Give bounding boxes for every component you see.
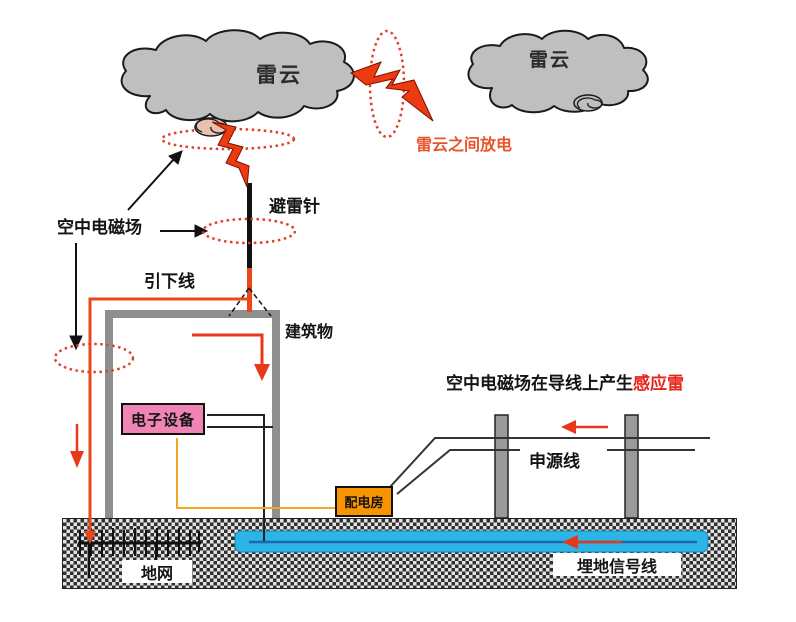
- buried-signal-line-label: 埋地信号线: [553, 553, 681, 576]
- indoor-surge-arrow-head: [254, 364, 270, 381]
- cloud-right-label: 雷云: [529, 49, 572, 71]
- air-emf-arrows: [69, 150, 209, 351]
- utility-pole-left: [494, 414, 509, 519]
- building-label: 建筑物: [285, 322, 334, 341]
- buried-signal-current-arrow-head: [562, 535, 578, 549]
- cloud-discharge-label: 雷云之间放电: [416, 135, 513, 154]
- air-emf-label: 空中电磁场: [57, 218, 142, 238]
- down-conductor-line: [88, 297, 248, 534]
- induced-lightning-note: 空中电磁场在导线上产生感应雷: [446, 375, 684, 394]
- utility-pole-right: [624, 414, 639, 519]
- distribution-room-box: 配电房: [335, 486, 393, 517]
- emf-loop-near-building: [53, 342, 135, 374]
- lightning-rod: [247, 183, 252, 270]
- building-walls: [105, 310, 280, 518]
- ground-grid-label: 地网: [122, 560, 192, 583]
- cloud-charge-spiral-right: [573, 94, 603, 112]
- cloud-left-label: 雷云: [256, 63, 302, 87]
- power-line-surge-arrow-head: [561, 420, 576, 434]
- power-lines: [389, 437, 710, 495]
- induced-current-arrow-head: [70, 451, 84, 468]
- equipment-signal-wires: [207, 414, 273, 541]
- emf-loop-around-rod: [201, 217, 297, 245]
- rod-support-tripod: [228, 287, 272, 317]
- equipment-power-wire: [176, 438, 335, 509]
- indoor-surge-arrow-shaft: [192, 333, 264, 366]
- thundercloud-left: [120, 29, 355, 123]
- induced-note-black-text: 空中电磁场在导线上产生: [446, 374, 633, 394]
- down-conductor-arrow-head: [84, 531, 96, 544]
- thundercloud-right: [467, 29, 649, 114]
- lightning-rod-label: 避雷针: [269, 197, 320, 217]
- power-line-label: 申源线: [529, 452, 580, 472]
- electronic-equipment-box: 电子设备: [121, 403, 205, 435]
- down-conductor-label: 引下线: [144, 272, 195, 292]
- induced-note-red-text: 感应雷: [633, 374, 684, 394]
- lightning-rod-base: [247, 268, 252, 312]
- lightning-bolt-to-rod: [211, 121, 250, 188]
- lightning-bolt-between-clouds: [349, 61, 434, 122]
